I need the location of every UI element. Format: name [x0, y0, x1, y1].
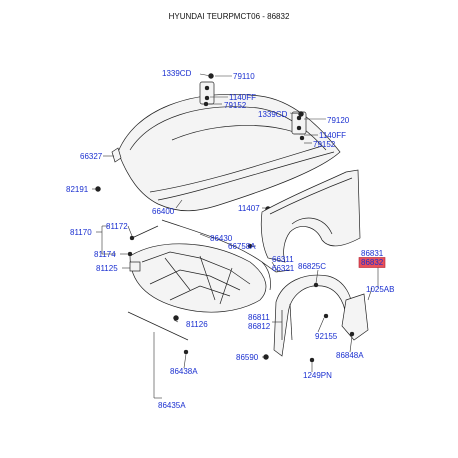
screw-1249pn[interactable] [309, 357, 315, 363]
label-81170[interactable]: 81170 [70, 228, 92, 237]
label-86430[interactable]: 86430 [210, 234, 233, 243]
label-66400[interactable]: 66400 [152, 207, 175, 216]
label-1140ff-mid[interactable]: 1140FF [319, 131, 346, 140]
label-81172[interactable]: 81172 [106, 222, 128, 231]
hood-stay-rod[interactable] [127, 225, 159, 257]
label-86831[interactable]: 86831 [361, 249, 384, 258]
label-66327[interactable]: 66327 [80, 152, 103, 161]
mud-guard[interactable] [341, 293, 369, 341]
screw-86590[interactable] [263, 354, 269, 360]
label-86438a[interactable]: 86438A [170, 367, 198, 376]
label-82191[interactable]: 82191 [66, 185, 89, 194]
label-1339cd-top[interactable]: 1339CD [162, 69, 192, 78]
label-79110[interactable]: 79110 [233, 72, 255, 81]
label-81125[interactable]: 81125 [96, 264, 118, 273]
bumper-81126[interactable] [173, 315, 179, 321]
label-79152-top[interactable]: 79152 [224, 101, 247, 110]
label-86435a[interactable]: 86435A [158, 401, 186, 410]
label-86825c[interactable]: 86825C [298, 262, 326, 271]
label-11407[interactable]: 11407 [238, 204, 260, 213]
label-66758a[interactable]: 66758A [228, 242, 256, 251]
screw-92155[interactable] [323, 313, 329, 319]
screw-86825c[interactable] [313, 282, 319, 288]
label-66321[interactable]: 66321 [272, 264, 295, 273]
label-86590[interactable]: 86590 [236, 353, 259, 362]
label-86811[interactable]: 86811 [248, 313, 270, 322]
weatherstrip-86430[interactable] [161, 219, 271, 291]
label-92155[interactable]: 92155 [315, 332, 338, 341]
label-81126[interactable]: 81126 [186, 320, 208, 329]
label-81174[interactable]: 81174 [94, 250, 116, 259]
hood-hinge-right[interactable] [291, 111, 307, 141]
label-79120[interactable]: 79120 [327, 116, 350, 125]
label-1249pn[interactable]: 1249PN [303, 371, 332, 380]
label-1339cd-mid[interactable]: 1339CD [258, 110, 288, 119]
hood-hinge-left[interactable] [199, 73, 215, 107]
wheel-guard-liner[interactable] [273, 274, 353, 357]
hood-latch-81125[interactable] [129, 261, 141, 272]
bolt-82191[interactable] [95, 186, 101, 192]
hood-insulator[interactable] [129, 243, 267, 313]
label-86832[interactable]: 86832 [361, 258, 384, 267]
fender-bracket[interactable] [261, 261, 291, 273]
diagram-title: HYUNDAI TEURPMCT06 - 86832 [169, 12, 290, 21]
label-86812[interactable]: 86812 [248, 322, 271, 331]
clip-86848a[interactable] [349, 331, 355, 337]
label-66311[interactable]: 66311 [272, 255, 294, 264]
label-79152-mid[interactable]: 79152 [313, 140, 336, 149]
hood-panel[interactable] [117, 94, 341, 212]
highlight-box-86832 [358, 257, 386, 268]
fender-panel[interactable] [260, 169, 361, 263]
label-1025ab[interactable]: 1025AB [366, 285, 394, 294]
label-1140ff-top[interactable]: 1140FF [229, 93, 256, 102]
label-86848a[interactable]: 86848A [336, 351, 364, 360]
clip-66327[interactable] [111, 147, 122, 163]
seal-strip-86438a[interactable] [127, 311, 189, 355]
